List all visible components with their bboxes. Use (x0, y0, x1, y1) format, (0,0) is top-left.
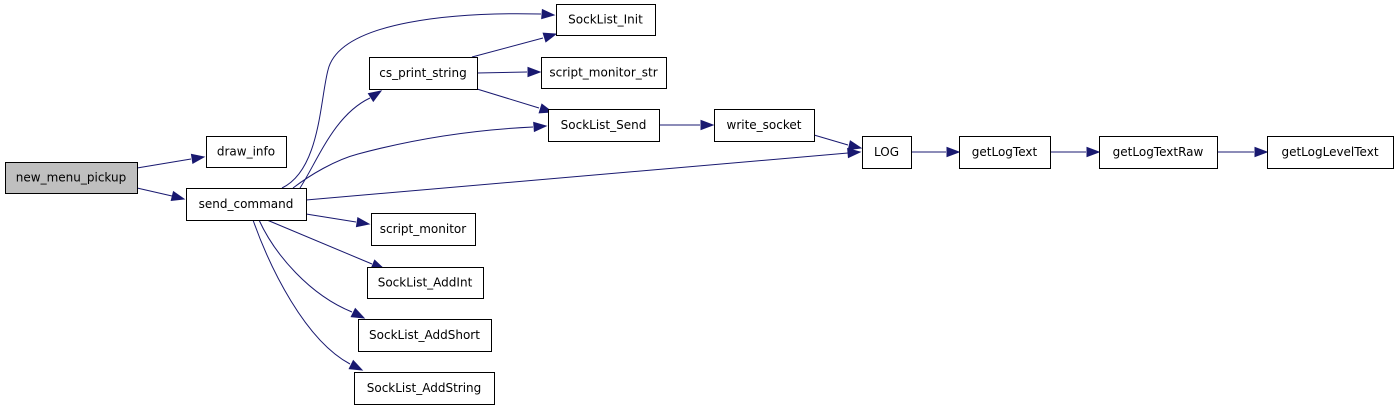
edge-line (136, 158, 192, 169)
edge-line (281, 13, 542, 189)
node-SockList_AddString[interactable]: SockList_AddString (354, 372, 495, 405)
node-script_monitor_str[interactable]: script_monitor_str (541, 57, 667, 89)
edge-line (258, 219, 353, 313)
edge-new_menu_pickup-to-send_command (136, 187, 186, 202)
node-label: SockList_Send (561, 118, 647, 132)
node-layer: new_menu_pickup draw_info send_command cs_p… (5, 4, 1394, 405)
edge-send_command-to-SockList_AddShort (258, 219, 366, 319)
node-SockList_Init[interactable]: SockList_Init (556, 4, 656, 36)
arrowhead-icon (190, 153, 206, 165)
edge-line (305, 213, 357, 223)
arrowhead-icon (847, 147, 862, 159)
arrowhead-icon (946, 146, 961, 158)
node-label: send_command (199, 197, 294, 211)
node-write_socket[interactable]: write_socket (714, 109, 815, 142)
node-getLogTextRaw[interactable]: getLogTextRaw (1099, 136, 1218, 169)
node-box (371, 213, 476, 246)
edge-send_command-to-SockList_AddInt (266, 219, 386, 270)
node-box (714, 109, 815, 142)
edge-line (266, 219, 373, 265)
edge-line (292, 126, 534, 189)
node-label: SockList_AddString (367, 381, 482, 395)
node-box (1099, 136, 1218, 169)
arrowhead-icon (533, 121, 548, 133)
node-send_command[interactable]: send_command (186, 188, 307, 221)
edge-cs_print_string-to-script_monitor_str (476, 66, 542, 78)
node-SockList_AddInt[interactable]: SockList_AddInt (367, 267, 484, 299)
edge-cs_print_string-to-SockList_Send (476, 88, 554, 114)
edge-send_command-to-cs_print_string (299, 90, 383, 189)
arrowhead-icon (847, 140, 863, 151)
node-label: write_socket (727, 118, 802, 132)
node-label: getLogTextRaw (1113, 145, 1204, 159)
edge-send_command-to-SockList_Init (281, 8, 556, 189)
edge-send_command-to-SockList_Send (292, 121, 548, 189)
arrowhead-icon (1254, 146, 1269, 158)
node-getLogText[interactable]: getLogText (959, 136, 1051, 169)
node-box (367, 267, 484, 299)
arrowhead-icon (350, 307, 366, 319)
node-box (556, 4, 656, 36)
node-label: cs_print_string (379, 66, 467, 80)
node-box (358, 319, 492, 352)
arrowhead-icon (527, 66, 542, 78)
node-label: SockList_AddShort (369, 328, 480, 342)
node-box (5, 162, 138, 194)
node-cs_print_string[interactable]: cs_print_string (369, 57, 478, 90)
edge-write_socket-to-LOG (813, 134, 863, 151)
edge-line (476, 88, 540, 109)
edge-send_command-to-SockList_AddString (252, 219, 364, 371)
edge-cs_print_string-to-SockList_Init (471, 32, 558, 58)
arrowhead-icon (542, 32, 558, 43)
node-box (186, 188, 307, 221)
edge-line (813, 134, 849, 146)
node-label: new_menu_pickup (16, 171, 126, 185)
node-label: script_monitor (380, 222, 466, 236)
node-label: draw_info (217, 145, 275, 159)
arrowhead-icon (367, 90, 383, 103)
edge-SockList_Send-to-write_socket (659, 119, 715, 131)
edge-line (476, 71, 528, 74)
node-label: LOG (874, 145, 899, 159)
node-LOG[interactable]: LOG (862, 136, 912, 169)
node-draw_info[interactable]: draw_info (206, 136, 287, 168)
arrowhead-icon (541, 8, 556, 20)
node-box (1267, 136, 1394, 169)
edge-send_command-to-LOG (305, 147, 862, 201)
arrowhead-icon (355, 216, 371, 228)
edge-line (305, 152, 849, 201)
edge-getLogTextRaw-to-getLogLevelText (1217, 146, 1269, 158)
node-script_monitor[interactable]: script_monitor (371, 213, 476, 246)
edge-LOG-to-getLogText (911, 146, 961, 158)
arrowhead-icon (348, 359, 364, 371)
node-label: SockList_Init (568, 13, 643, 27)
node-box (959, 136, 1051, 169)
edge-line (299, 97, 371, 189)
edge-line (252, 219, 351, 365)
edge-line (471, 37, 544, 58)
node-box (369, 57, 478, 90)
node-box (206, 136, 287, 168)
node-label: SockList_AddInt (378, 276, 473, 290)
node-new_menu_pickup[interactable]: new_menu_pickup (5, 162, 138, 194)
edge-layer (136, 8, 1269, 371)
edge-new_menu_pickup-to-draw_info (136, 153, 206, 169)
arrowhead-icon (1086, 146, 1101, 158)
node-SockList_Send[interactable]: SockList_Send (548, 109, 660, 142)
arrowhead-icon (170, 190, 186, 202)
node-box (862, 136, 912, 169)
node-box (354, 372, 495, 405)
node-getLogLevelText[interactable]: getLogLevelText (1267, 136, 1394, 169)
node-SockList_AddShort[interactable]: SockList_AddShort (358, 319, 492, 352)
arrowhead-icon (700, 119, 715, 131)
node-label: getLogText (972, 145, 1038, 159)
node-box (548, 109, 660, 142)
node-label: script_monitor_str (549, 66, 657, 80)
edge-send_command-to-script_monitor (305, 213, 371, 228)
node-box (541, 57, 667, 89)
node-label: getLogLevelText (1281, 145, 1378, 159)
edge-getLogText-to-getLogTextRaw (1050, 146, 1101, 158)
edge-line (136, 187, 173, 197)
